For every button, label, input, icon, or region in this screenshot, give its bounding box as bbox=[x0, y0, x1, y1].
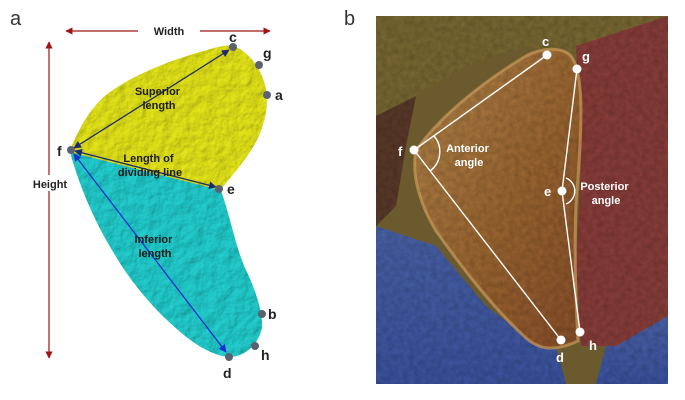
point-g-label: g bbox=[263, 45, 272, 61]
point-b-label: b bbox=[268, 306, 277, 322]
superior-length-label: Superior length bbox=[135, 86, 183, 112]
photo-point-c bbox=[542, 50, 552, 60]
superior-length-label-line1: Superior bbox=[135, 86, 181, 98]
point-b bbox=[258, 310, 266, 318]
dividing-line-label-line1: Length of bbox=[123, 153, 173, 165]
photo-point-g-label: g bbox=[582, 49, 590, 64]
photo-point-f-label: f bbox=[398, 144, 403, 159]
point-f bbox=[67, 146, 75, 154]
posterior-angle-label: Posterior angle bbox=[580, 181, 631, 207]
line-e-h bbox=[561, 190, 581, 333]
line-f-c bbox=[413, 54, 548, 151]
height-label: Height bbox=[33, 179, 68, 191]
inferior-length-label-line2: length bbox=[139, 248, 172, 260]
photo-point-d-label: d bbox=[556, 350, 564, 365]
inferior-length-line bbox=[73, 153, 227, 353]
point-e bbox=[215, 185, 223, 193]
anterior-angle-arc bbox=[429, 135, 441, 172]
posterior-angle-label-line1: Posterior bbox=[580, 181, 629, 193]
posterior-angle-label-line2: angle bbox=[592, 195, 621, 207]
blue-drape-right bbox=[596, 316, 668, 384]
point-h bbox=[251, 342, 259, 350]
point-a-label: a bbox=[275, 87, 283, 103]
superior-length-line bbox=[73, 49, 230, 149]
anterior-angle-label-line2: angle bbox=[455, 157, 484, 169]
inferior-length-label-line1: Inferior bbox=[135, 234, 174, 246]
point-h-label: h bbox=[261, 347, 270, 363]
blue-drape bbox=[376, 226, 566, 384]
dividing-line-label: Length of dividing line bbox=[118, 153, 182, 179]
point-a bbox=[263, 91, 271, 99]
panel-b-photo: c g f e d h Anterior angle Posterior ang… bbox=[376, 16, 668, 384]
bone-surface bbox=[414, 49, 581, 349]
point-e-label: e bbox=[227, 181, 235, 197]
photo-point-c-label: c bbox=[542, 34, 549, 49]
panel-a-letter: a bbox=[10, 8, 22, 30]
point-d bbox=[225, 353, 233, 361]
point-d-label: d bbox=[223, 365, 232, 381]
photo-point-h-label: h bbox=[589, 338, 597, 353]
photo-point-e-label: e bbox=[544, 184, 551, 199]
dividing-line-label-line2: dividing line bbox=[118, 167, 182, 179]
photo-point-f bbox=[409, 145, 419, 155]
point-c-label: c bbox=[229, 29, 237, 45]
panel-b-letter: b bbox=[344, 8, 356, 30]
width-label: Width bbox=[154, 26, 185, 38]
photo-point-h bbox=[575, 327, 585, 337]
soft-tissue-left bbox=[376, 96, 416, 226]
point-g bbox=[255, 61, 263, 69]
photo-point-g bbox=[572, 64, 582, 74]
line-g-e bbox=[561, 68, 578, 192]
soft-tissue-right bbox=[576, 16, 668, 346]
point-f-label: f bbox=[57, 143, 62, 159]
point-c bbox=[229, 43, 237, 51]
anterior-angle-label-line1: Anterior bbox=[446, 143, 490, 155]
inferior-length-label: Inferior length bbox=[135, 234, 176, 260]
bone-rim bbox=[413, 47, 583, 350]
panel-a-diagram: Width Height Superior length Length of d… bbox=[28, 22, 283, 381]
posterior-angle-arc bbox=[565, 177, 576, 205]
anterior-angle-label: Anterior angle bbox=[446, 143, 492, 169]
line-f-d bbox=[413, 149, 562, 341]
photo-point-d bbox=[556, 335, 566, 345]
superior-length-label-line2: length bbox=[143, 100, 176, 112]
photo-point-e bbox=[557, 186, 567, 196]
